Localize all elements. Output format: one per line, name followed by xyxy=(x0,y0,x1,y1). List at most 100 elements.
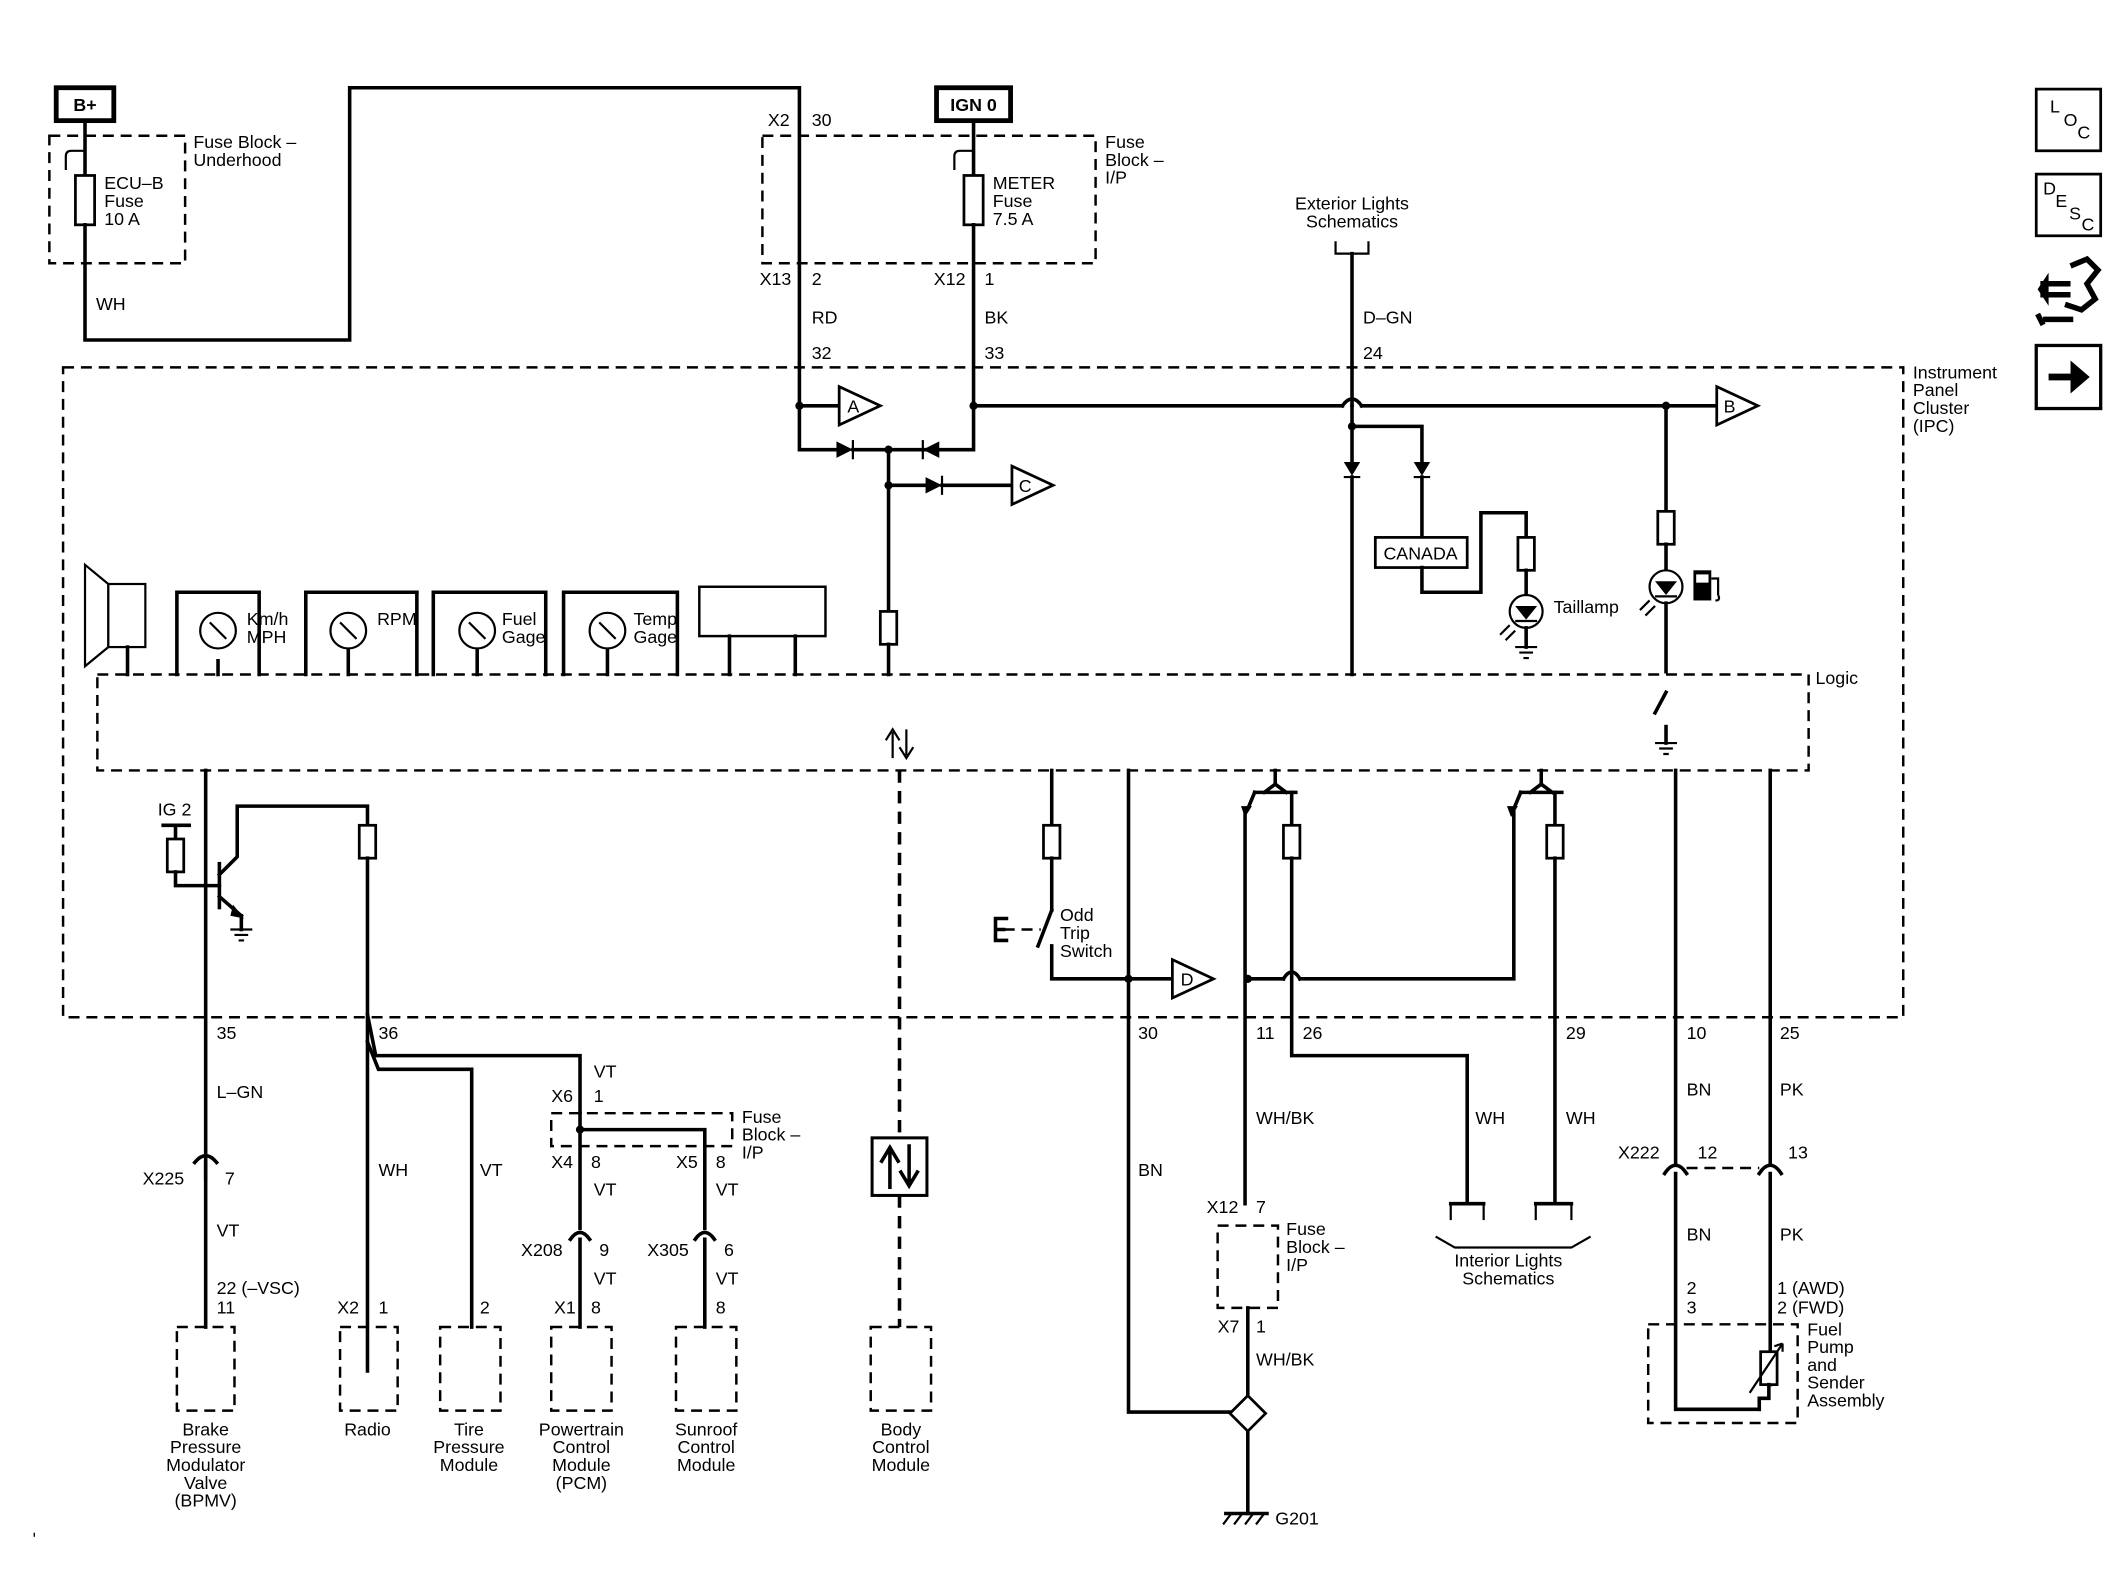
pin-8-pcm: 8 xyxy=(591,1297,601,1317)
connector-arrow-c xyxy=(1010,463,1057,507)
pin-9-x208: 9 xyxy=(599,1240,609,1260)
wire-color-vt-tpm: VT xyxy=(480,1160,503,1180)
pin-2-tpm: 2 xyxy=(480,1297,490,1317)
canada-box: CANADA xyxy=(1373,536,1469,569)
module-sunroof xyxy=(674,1325,738,1412)
odd-trip-resistor-icon xyxy=(1042,823,1062,860)
conn-x1-pcm: X1 xyxy=(554,1297,576,1317)
pin-35: 35 xyxy=(217,1023,237,1043)
connector-arrow-a xyxy=(837,384,884,428)
pin-26: 26 xyxy=(1303,1023,1323,1043)
ig2-resistor-icon xyxy=(165,837,186,874)
arrow-a-label: A xyxy=(847,397,859,417)
ground-g201-label: G201 xyxy=(1275,1508,1319,1528)
wire-color-rd: RD xyxy=(812,308,838,328)
pin-12-x222: 12 xyxy=(1698,1142,1718,1162)
conn-x6: X6 xyxy=(551,1086,573,1106)
resistor-icon xyxy=(878,610,899,646)
conn-x2-radio: X2 xyxy=(337,1297,359,1317)
fuel-pump-icon xyxy=(1693,570,1721,602)
fuse-block-underhood xyxy=(48,134,187,265)
svg-text:RPM: RPM xyxy=(377,609,417,629)
serial-data-icon xyxy=(870,1136,929,1197)
wire-color-whbk-low: WH/BK xyxy=(1256,1349,1315,1369)
module-pcm xyxy=(549,1325,613,1412)
wire-color-vt-x4: VT xyxy=(594,1179,617,1199)
svg-text:B+: B+ xyxy=(73,95,96,115)
wire-color-wh-radio: WH xyxy=(378,1160,408,1180)
pin-1-x6: 1 xyxy=(594,1086,604,1106)
pin-6-x305: 6 xyxy=(724,1240,734,1260)
ground-icon xyxy=(1515,645,1538,660)
pin-33: 33 xyxy=(985,343,1005,363)
taillamp-label: Taillamp xyxy=(1554,597,1619,617)
splice-diamond-icon xyxy=(1228,1393,1268,1434)
radio-resistor-icon xyxy=(357,823,378,860)
module-bcm xyxy=(869,1325,933,1412)
wire-color-whbk: WH/BK xyxy=(1256,1108,1315,1128)
pin-24: 24 xyxy=(1363,343,1383,363)
arrow-b-label: B xyxy=(1724,397,1736,417)
interior-transistor-1-icon xyxy=(1240,768,1298,818)
wire-color-vt-x305: VT xyxy=(716,1269,739,1289)
svg-text:C: C xyxy=(2081,214,2094,234)
taillamp-led-icon xyxy=(1499,593,1544,641)
description-button[interactable]: D E S C xyxy=(2034,172,2103,238)
fuse-block-underhood-label: Fuse Block –Underhood xyxy=(193,132,296,170)
pin-30-bottom: 30 xyxy=(1138,1023,1158,1043)
pin-8-sunroof: 8 xyxy=(716,1297,726,1317)
conn-x225: X225 xyxy=(143,1168,185,1188)
svg-text:O: O xyxy=(2064,110,2078,130)
next-page-button[interactable] xyxy=(2034,343,2103,411)
wire-color-vt-x208: VT xyxy=(594,1269,617,1289)
wire-color-wh-int2: WH xyxy=(1566,1108,1596,1128)
conn-x2-top: X2 xyxy=(768,110,790,130)
wire-color-pk-low: PK xyxy=(1780,1225,1804,1245)
ig2-label: IG 2 xyxy=(158,800,192,820)
svg-text:E: E xyxy=(2055,191,2067,211)
pin-30-top: 30 xyxy=(812,110,832,130)
pin-36: 36 xyxy=(378,1023,398,1043)
conn-x7: X7 xyxy=(1218,1317,1240,1337)
svg-text:D: D xyxy=(2043,179,2056,199)
bpmv-pins: 22 (–VSC)11 xyxy=(217,1278,300,1317)
module-fuel-pump xyxy=(1646,1323,1799,1425)
conn-x5: X5 xyxy=(676,1152,698,1172)
pin-8-x4: 8 xyxy=(591,1152,601,1172)
chassis-ground-icon xyxy=(1222,1511,1269,1526)
interior-resistor-2-icon xyxy=(1545,823,1565,860)
wire-color-wh-int1: WH xyxy=(1475,1108,1505,1128)
location-button[interactable]: L O C xyxy=(2034,87,2103,153)
display-module xyxy=(698,585,827,677)
pin-25: 25 xyxy=(1780,1023,1800,1043)
pin-1-x12: 1 xyxy=(985,269,995,289)
ign0-box: IGN 0 xyxy=(934,85,1013,124)
connector-arrow-b xyxy=(1715,384,1762,428)
wire-color-vt-x5: VT xyxy=(716,1179,739,1199)
arrow-right-icon xyxy=(2070,360,2090,394)
fuel-sender-variable-resistor-icon xyxy=(1748,1342,1784,1412)
connector-end-view-icon[interactable] xyxy=(2035,255,2102,327)
taillamp-resistor-icon xyxy=(1516,536,1536,572)
wire-color-pk-fuel: PK xyxy=(1780,1079,1804,1099)
pin-29: 29 xyxy=(1566,1023,1586,1043)
svg-text:S: S xyxy=(2069,203,2081,223)
wire-color-vt-x6: VT xyxy=(594,1062,617,1082)
svg-text:L: L xyxy=(2050,96,2060,116)
logic-label: Logic xyxy=(1815,668,1858,688)
conn-x222: X222 xyxy=(1618,1142,1660,1162)
